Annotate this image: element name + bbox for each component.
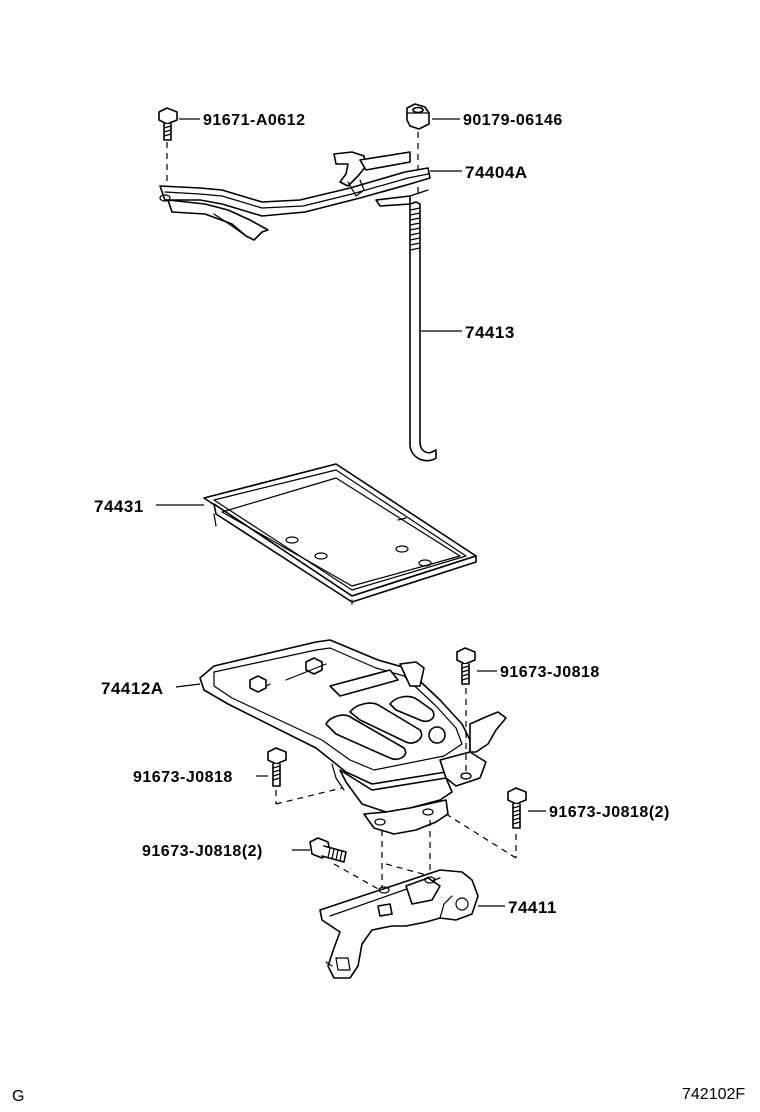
- nut-90179-06146: [406, 103, 430, 195]
- bolt-91673-j0818-left: [267, 747, 343, 805]
- label-74404a: 74404A: [465, 163, 528, 182]
- label-91673-j0818-right-lower: 91673-J0818(2): [549, 804, 670, 821]
- bolt-91673-j0818-right-upper: [456, 647, 476, 780]
- label-74412a: 74412A: [101, 679, 164, 698]
- tray-74431: [203, 463, 477, 605]
- leader-74412a: [175, 683, 201, 688]
- label-91671-a0612: 91671-A0612: [203, 112, 305, 129]
- bolt-91673-j0818-bottom-left: [309, 837, 381, 891]
- label-91673-j0818-left: 91673-J0818: [133, 769, 233, 786]
- clamp-74404a: [159, 151, 431, 241]
- rod-74413: [409, 201, 437, 462]
- label-74413: 74413: [465, 323, 515, 342]
- bolt-91673-j0818-right-lower: [445, 787, 527, 859]
- carrier-74412a: [199, 639, 507, 835]
- bracket-74411: [319, 869, 479, 979]
- label-74411: 74411: [508, 898, 557, 917]
- label-91673-j0818-right-upper: 91673-J0818: [500, 664, 600, 681]
- bolt-91671-a0612: [158, 107, 178, 196]
- label-90179-06146: 90179-06146: [463, 112, 563, 129]
- footer-left-code: G: [12, 1088, 24, 1105]
- footer-right-code: 742102F: [682, 1086, 745, 1103]
- alignment-line-cross: [385, 863, 431, 877]
- label-91673-j0818-bottom-left: 91673-J0818(2): [142, 843, 263, 860]
- label-74431: 74431: [94, 497, 144, 516]
